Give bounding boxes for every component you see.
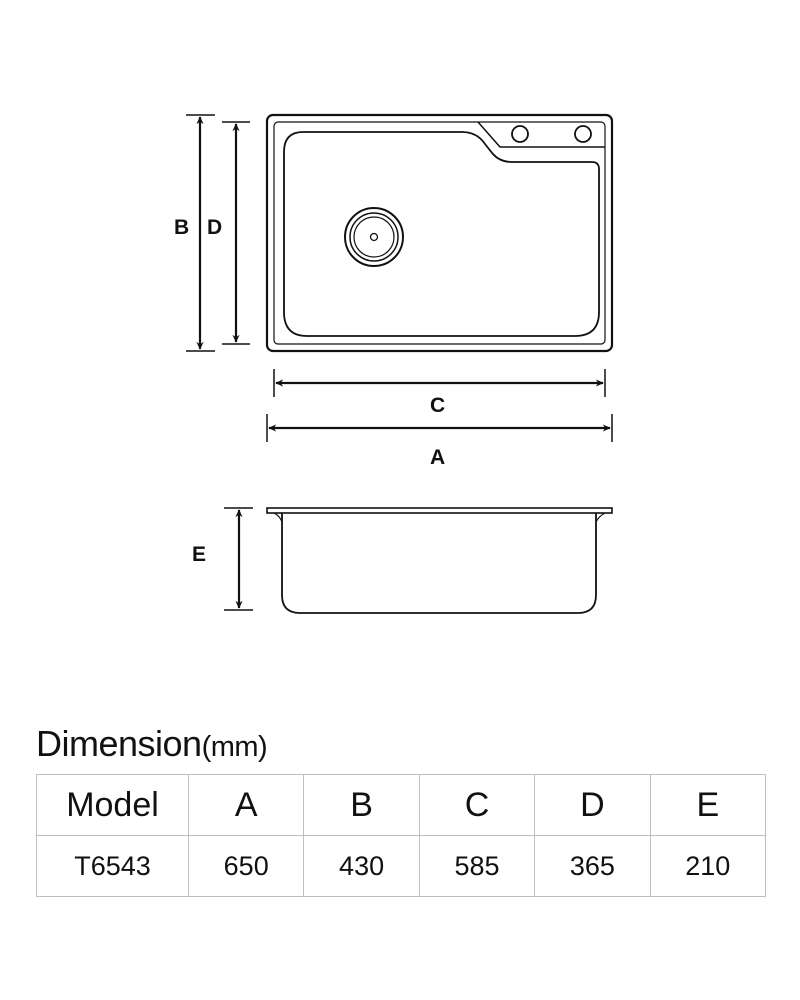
dimension-label-e: E (192, 543, 206, 566)
drain-ring (349, 212, 399, 262)
cell-model: T6543 (36, 835, 189, 897)
table-row: T6543 650 430 585 365 210 (36, 835, 767, 897)
faucet-hole-1 (511, 125, 529, 143)
dimension-label-a: A (430, 446, 445, 469)
table-title: Dimension(mm) (36, 722, 268, 769)
dimension-table: Model A B C D E T6543 650 430 585 365 21… (36, 774, 767, 897)
cell-d: 365 (534, 835, 651, 897)
sink-side-flange (273, 512, 606, 523)
table-header-row: Model A B C D E (36, 774, 767, 836)
dimension-a (266, 414, 613, 442)
sink-side-rim (266, 507, 613, 514)
dimension-c (273, 369, 606, 397)
sink-bowl-outline (283, 131, 600, 337)
header-b: B (303, 774, 420, 836)
header-c: C (418, 774, 536, 836)
cell-e: 210 (649, 835, 767, 897)
sink-outer-rim (265, 113, 614, 353)
dimension-d (222, 121, 250, 345)
sink-side-bowl (281, 513, 597, 614)
drain-inner (353, 216, 395, 258)
header-d: D (534, 774, 651, 836)
drain-center (369, 232, 379, 242)
dimension-e (224, 507, 253, 611)
dimension-label-d: D (207, 216, 222, 239)
drain-outer (344, 207, 404, 267)
cell-c: 585 (418, 835, 536, 897)
dimension-label-c: C (430, 394, 445, 417)
dimension-label-b: B (174, 216, 189, 239)
cell-a: 650 (187, 835, 305, 897)
sink-top-view (265, 113, 614, 353)
dimension-b (186, 114, 215, 352)
header-model: Model (36, 774, 189, 836)
cell-b: 430 (303, 835, 420, 897)
header-a: A (187, 774, 305, 836)
sink-side-view (266, 507, 613, 614)
header-e: E (649, 774, 767, 836)
table-title-text: Dimension (36, 723, 202, 764)
faucet-hole-2 (574, 125, 592, 143)
sink-faucet-deck (477, 121, 605, 148)
sink-inner-rim (273, 121, 606, 345)
table-title-unit: (mm) (201, 731, 268, 763)
sink-dimension-drawing: B D C A E (174, 113, 614, 614)
